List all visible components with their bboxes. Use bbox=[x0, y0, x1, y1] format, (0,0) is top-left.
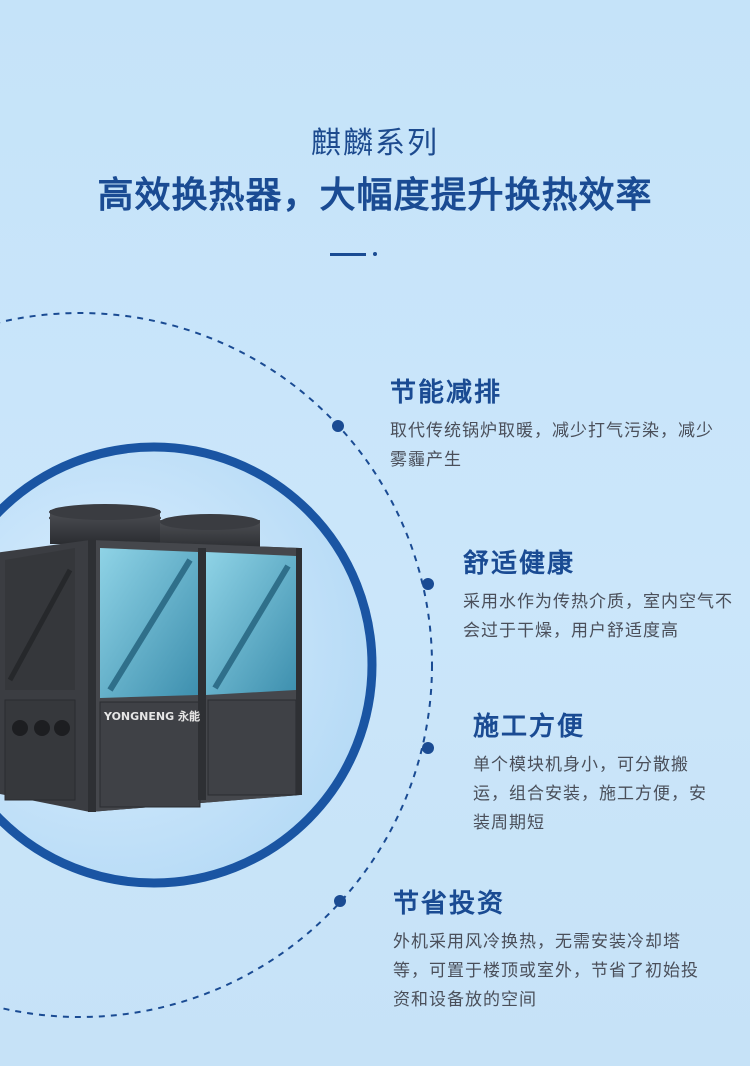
title-divider bbox=[330, 253, 366, 256]
orbit-dashed-circle bbox=[0, 312, 433, 1018]
feature-dot-2 bbox=[422, 578, 434, 590]
heat-pump-unit: YONGNENG 永能 bbox=[0, 504, 302, 812]
title-divider-dot bbox=[373, 252, 377, 256]
feature-title: 节能减排 bbox=[390, 378, 503, 408]
feature-title: 舒适健康 bbox=[463, 549, 576, 579]
feature-dot-4 bbox=[334, 895, 346, 907]
feature-title: 节省投资 bbox=[393, 889, 506, 919]
feature-desc: 采用水作为传热介质，室内空气不会过于干燥，用户舒适度高 bbox=[463, 592, 733, 641]
feature-dot-3 bbox=[422, 742, 434, 754]
feature-save-investment: 节省投资 外机采用风冷换热，无需安装冷却塔等，可置于楼顶或室外，节省了初始投资和… bbox=[393, 883, 703, 1015]
feature-title: 施工方便 bbox=[473, 712, 586, 742]
feature-easy-install: 施工方便 单个模块机身小，可分散搬运，组合安装，施工方便，安装周期短 bbox=[473, 706, 713, 838]
feature-energy-saving: 节能减排 取代传统锅炉取暖，减少打气污染，减少雾霾产生 bbox=[390, 372, 720, 475]
series-subtitle: 麒麟系列 bbox=[311, 126, 439, 161]
feature-desc: 取代传统锅炉取暖，减少打气污染，减少雾霾产生 bbox=[390, 421, 714, 470]
page-title: 高效换热器，大幅度提升换热效率 bbox=[97, 175, 653, 216]
feature-dot-1 bbox=[332, 420, 344, 432]
feature-desc: 单个模块机身小，可分散搬运，组合安装，施工方便，安装周期短 bbox=[473, 755, 707, 833]
feature-comfort-health: 舒适健康 采用水作为传热介质，室内空气不会过于干燥，用户舒适度高 bbox=[463, 543, 733, 646]
feature-desc: 外机采用风冷换热，无需安装冷却塔等，可置于楼顶或室外，节省了初始投资和设备放的空… bbox=[393, 932, 699, 1010]
brand-label: YONGNENG 永能 bbox=[103, 709, 200, 723]
